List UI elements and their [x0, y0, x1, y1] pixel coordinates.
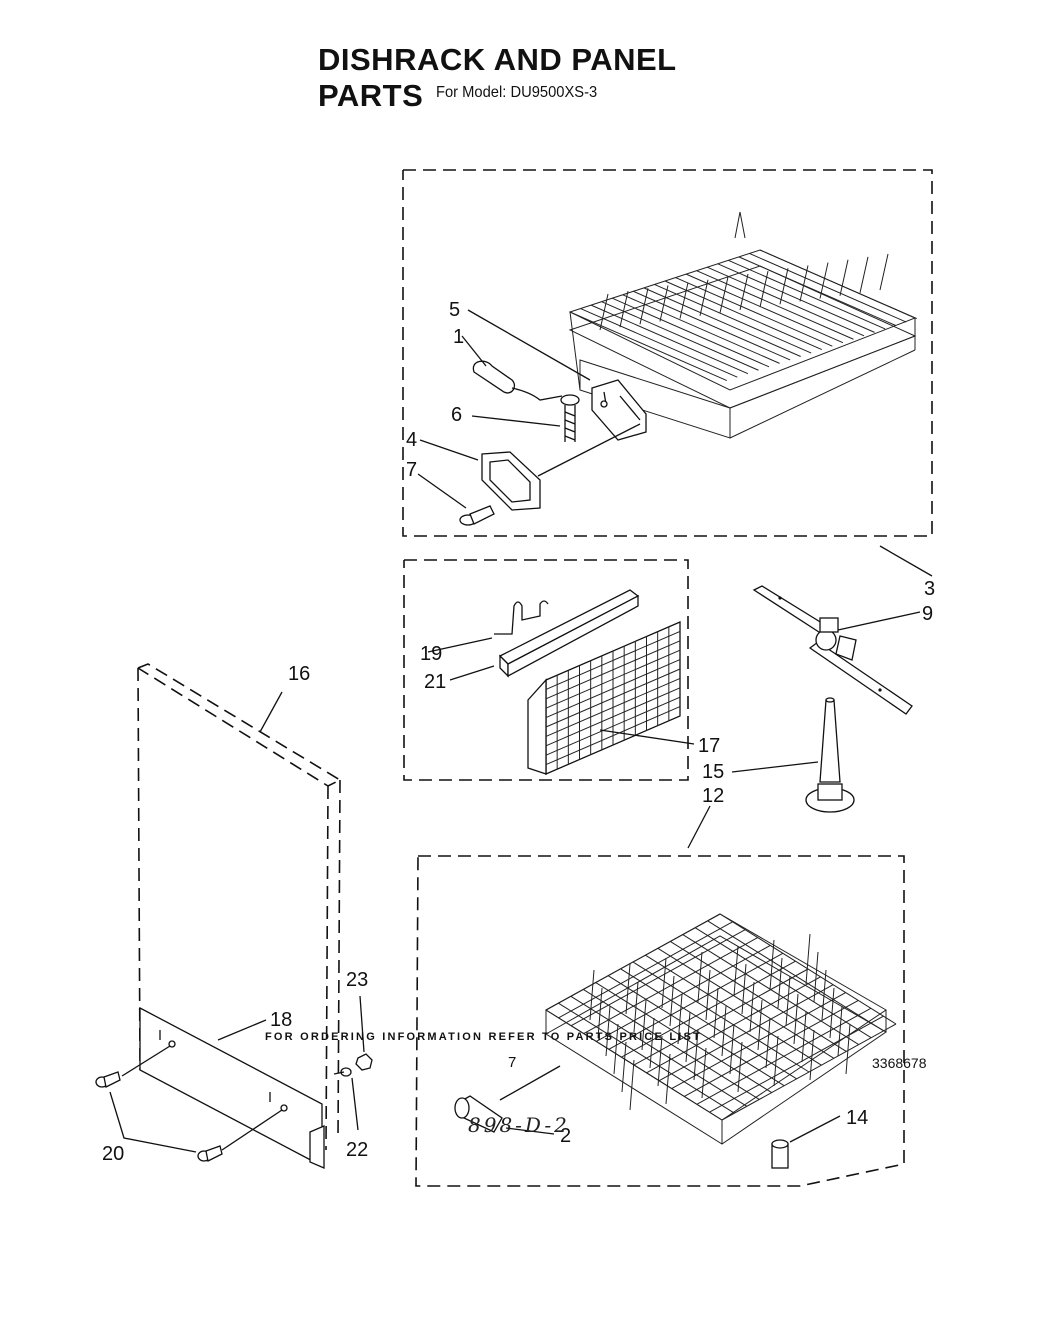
rack-adjuster-bracket-part-5 — [591, 379, 647, 441]
screw-part-20-left — [95, 1071, 121, 1088]
callout-6: 6 — [451, 404, 462, 426]
fastener-axis — [333, 1071, 345, 1075]
clip-part-19 — [494, 600, 549, 635]
leader-21 — [449, 665, 495, 681]
leader-23 — [359, 995, 365, 1053]
callout-4: 4 — [406, 429, 417, 451]
leader-3 — [879, 545, 933, 577]
upper-dishrack — [568, 211, 918, 439]
callout-16: 16 — [288, 663, 310, 685]
leader-22 — [351, 1077, 359, 1131]
callout-7: 7 — [406, 459, 417, 481]
callout-19: 19 — [420, 643, 442, 665]
stud-part-14 — [771, 1139, 789, 1169]
upper-rack-group-box — [402, 169, 933, 537]
ordering-info-note: FOR ORDERING INFORMATION REFER TO PARTS … — [265, 1031, 702, 1043]
leader-7 — [417, 473, 467, 509]
wheel-part-2 — [454, 1095, 503, 1133]
leader-16 — [259, 691, 283, 733]
page-number: 7 — [508, 1054, 517, 1071]
leader-9 — [837, 611, 921, 631]
callout-9: 9 — [922, 603, 933, 625]
trim-panel-part-18 — [139, 1006, 325, 1169]
filter-screen-part-17 — [527, 621, 681, 775]
nut-part-23 — [355, 1053, 373, 1071]
callout-14: 14 — [846, 1107, 868, 1129]
screw-part-20-right — [197, 1145, 223, 1162]
leader-12 — [687, 805, 711, 849]
leader-6 — [471, 415, 561, 427]
leader-4 — [419, 439, 479, 461]
leader-18 — [217, 1019, 267, 1041]
callout-18: 18 — [270, 1009, 292, 1031]
document-number: 3368678 — [872, 1055, 927, 1071]
spray-arm-part-9 — [752, 585, 913, 715]
leader-1 — [461, 335, 487, 367]
callout-5: 5 — [449, 299, 460, 321]
door-panel-part-16 — [137, 663, 342, 1151]
handwritten-note: 898-D-2 — [468, 1113, 570, 1137]
leader-2 — [505, 1127, 555, 1135]
callout-17: 17 — [698, 735, 720, 757]
lower-dishrack — [545, 913, 897, 1145]
leader-20 — [109, 1091, 197, 1153]
adjuster-housing-part-4 — [481, 423, 641, 511]
rack-wheel-part-1 — [472, 360, 563, 401]
screw-axis-left — [121, 1045, 171, 1077]
filter-group-box — [403, 559, 689, 781]
callout-23: 23 — [346, 969, 368, 991]
callout-15: 15 — [702, 761, 724, 783]
lower-rack-group-box — [415, 855, 905, 1187]
model-subtitle: For Model: DU9500XS-3 — [436, 84, 598, 101]
leader-19 — [427, 637, 493, 653]
leader-14 — [789, 1115, 841, 1143]
callout-12: 12 — [702, 785, 724, 807]
screw-axis-right — [221, 1109, 283, 1151]
callout-21: 21 — [424, 671, 446, 693]
leader-5 — [467, 309, 591, 381]
screw-part-6 — [560, 394, 580, 442]
leader-17 — [599, 729, 695, 745]
callout-22: 22 — [346, 1139, 368, 1161]
pin-part-7 — [459, 505, 495, 526]
callout-1: 1 — [453, 326, 464, 348]
part-2-axle-line — [499, 1065, 561, 1101]
callout-20: 20 — [102, 1143, 124, 1165]
leader-15 — [731, 761, 819, 773]
spray-tube-part-15 — [805, 697, 855, 813]
page-title: DISHRACK AND PANEL PARTS — [318, 42, 677, 113]
callout-2: 2 — [560, 1125, 571, 1147]
callout-3: 3 — [924, 578, 935, 600]
